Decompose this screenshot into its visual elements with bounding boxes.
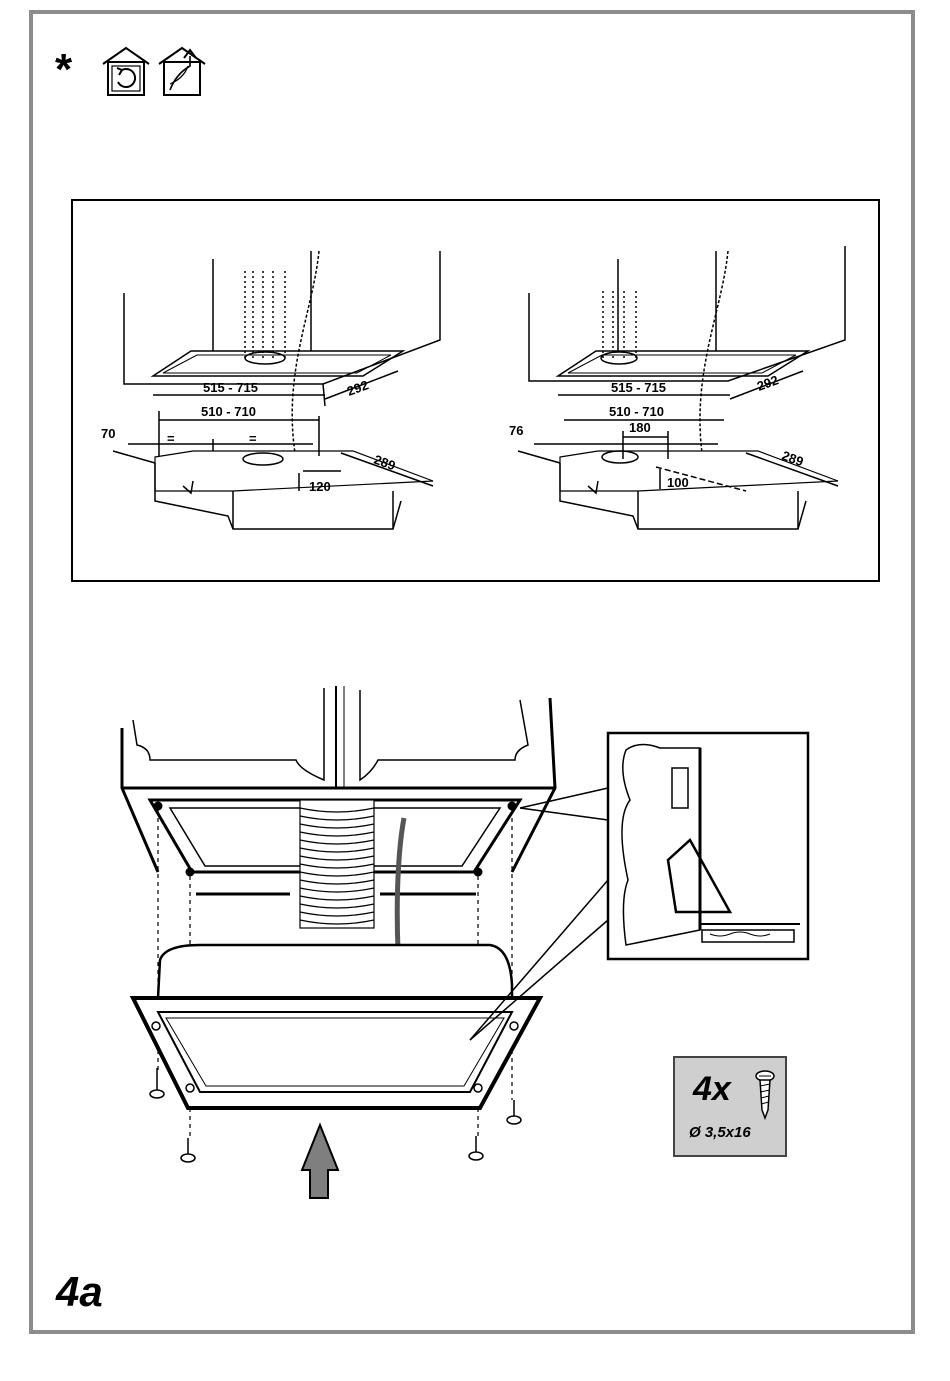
left-depth-bottom-label: 289 xyxy=(372,452,398,474)
note-star: * xyxy=(55,48,72,92)
recirculation-icon xyxy=(103,48,149,95)
left-equal-left-label: = xyxy=(167,431,175,446)
installation-mode-icons xyxy=(100,44,215,100)
right-duct-offset-label: 180 xyxy=(629,420,651,435)
screw-icon xyxy=(753,1070,777,1120)
right-offset-label: 76 xyxy=(509,423,523,438)
screw-kit-badge: 4x Ø 3,5x16 xyxy=(673,1056,787,1157)
left-inner-width-label: 510 - 710 xyxy=(201,404,256,419)
dimension-drawings: 515 - 715 510 - 710 292 289 70 = = 120 5… xyxy=(73,201,882,584)
dimensions-panel: 515 - 715 510 - 710 292 289 70 = = 120 5… xyxy=(71,199,880,582)
extraction-icon xyxy=(159,48,205,95)
left-equal-right-label: = xyxy=(249,431,257,446)
left-outer-width-label: 515 - 715 xyxy=(203,380,258,395)
left-cable-offset-label: 120 xyxy=(309,479,331,494)
left-depth-top-label: 292 xyxy=(345,377,371,399)
left-offset-label: 70 xyxy=(101,426,115,441)
figure-label: 4a xyxy=(56,1268,103,1316)
screw-size: Ø 3,5x16 xyxy=(689,1124,751,1141)
right-cable-offset-label: 100 xyxy=(667,475,689,490)
right-inner-width-label: 510 - 710 xyxy=(609,404,664,419)
screw-count: 4x xyxy=(693,1070,731,1109)
left-dimension-drawing xyxy=(113,251,440,529)
right-outer-width-label: 515 - 715 xyxy=(611,380,666,395)
